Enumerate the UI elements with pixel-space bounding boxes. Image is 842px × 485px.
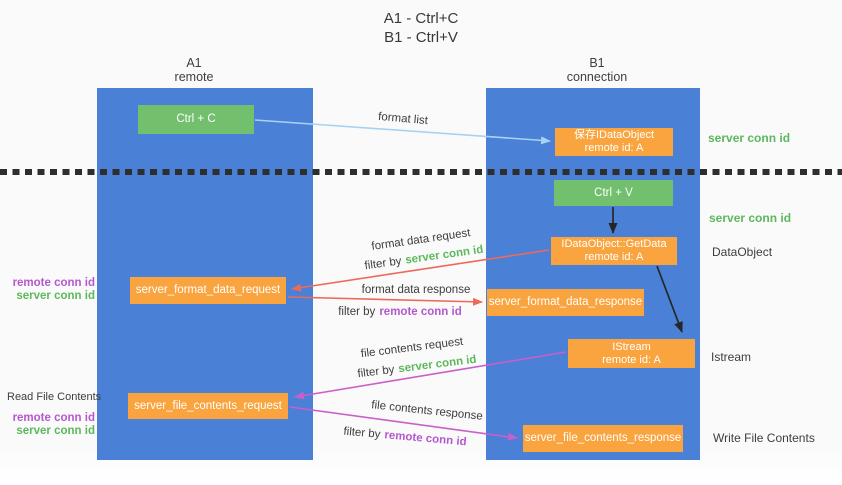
node-idataobject-getdata-line1: IDataObject::GetData — [561, 238, 667, 250]
label-write-file-contents: Write File Contents — [713, 431, 815, 445]
node-server-file-contents-request-label: server_file_contents_request — [134, 399, 282, 412]
lifeline-b1-name: B1 — [589, 56, 605, 70]
label-remote-conn-id-left-2: remote conn id — [12, 412, 95, 424]
label-file-contents-response: file contents response — [370, 399, 484, 423]
lifeline-a1-header: A1 remote — [134, 56, 254, 84]
conn-id-stack-top: remote conn id server conn id — [0, 277, 95, 303]
label-remote-conn-id-left-1: remote conn id — [12, 277, 95, 289]
diagram-title: A1 - Ctrl+C B1 - Ctrl+V — [0, 9, 842, 47]
label-filter-by-remote-conn-id-2: filter by remote conn id — [343, 426, 467, 449]
label-remote-conn-id-keyword-2: remote conn id — [383, 429, 468, 449]
node-istream-line1: IStream — [612, 340, 651, 353]
node-istream: IStream remote id: A — [568, 339, 695, 368]
label-server-conn-id-right-mid: server conn id — [709, 211, 792, 225]
label-server-conn-id-right-top: server conn id — [708, 131, 791, 145]
node-istream-line2: remote id: A — [602, 353, 661, 366]
lifeline-a1-subtitle: remote — [174, 70, 214, 84]
node-ctrl-v: Ctrl + V — [554, 180, 673, 206]
diagram-title-line2: B1 - Ctrl+V — [384, 29, 458, 46]
label-server-conn-id-keyword-2: server conn id — [397, 353, 478, 376]
label-format-data-response: format data response — [361, 284, 471, 296]
node-server-format-data-response-label: server_format_data_response — [488, 296, 643, 308]
node-server-format-data-request-label: server_format_data_request — [135, 284, 281, 296]
lifeline-b1-subtitle: connection — [566, 70, 628, 84]
node-save-idataobject: 保存IDataObject remote id: A — [555, 128, 673, 156]
node-server-file-contents-response-label: server_file_contents_response — [524, 432, 682, 444]
label-server-conn-id-left-2: server conn id — [16, 425, 95, 437]
label-filter-by-text-4: filter by — [342, 425, 381, 441]
label-filter-by-text-2: filter by — [338, 306, 376, 318]
label-filter-by-text-1: filter by — [363, 255, 403, 273]
node-server-format-data-response: server_format_data_response — [487, 289, 644, 316]
conn-id-stack-bottom: remote conn id server conn id — [0, 412, 95, 438]
node-idataobject-getdata: IDataObject::GetData remote id: A — [551, 237, 677, 265]
node-server-file-contents-response: server_file_contents_response — [523, 425, 683, 452]
node-save-idataobject-line2: remote id: A — [584, 142, 644, 154]
label-remote-conn-id-keyword-1: remote conn id — [379, 306, 462, 318]
node-ctrl-c-label: Ctrl + C — [176, 113, 216, 125]
label-filter-by-text-3: filter by — [356, 363, 396, 381]
node-ctrl-c: Ctrl + C — [138, 105, 254, 134]
node-idataobject-getdata-line2: remote id: A — [584, 251, 644, 263]
label-read-file-contents: Read File Contents — [7, 391, 102, 403]
lifeline-b1-header: B1 connection — [537, 56, 657, 84]
node-save-idataobject-line1: 保存IDataObject — [573, 129, 655, 141]
node-server-format-data-request: server_format_data_request — [130, 277, 286, 304]
node-server-file-contents-request: server_file_contents_request — [128, 393, 288, 419]
label-istream: Istream — [711, 350, 752, 364]
arrow-format-data-response — [287, 296, 483, 306]
label-format-list: format list — [377, 110, 429, 128]
label-server-conn-id-keyword-1: server conn id — [404, 243, 485, 267]
node-ctrl-v-label: Ctrl + V — [594, 186, 633, 199]
label-server-conn-id-left-1: server conn id — [16, 290, 95, 302]
diagram-title-line1: A1 - Ctrl+C — [383, 10, 459, 27]
lifeline-a1-name: A1 — [186, 56, 202, 70]
label-dataobject: DataObject — [712, 245, 773, 259]
label-filter-by-remote-conn-id-1: filter by remote conn id — [338, 306, 462, 318]
